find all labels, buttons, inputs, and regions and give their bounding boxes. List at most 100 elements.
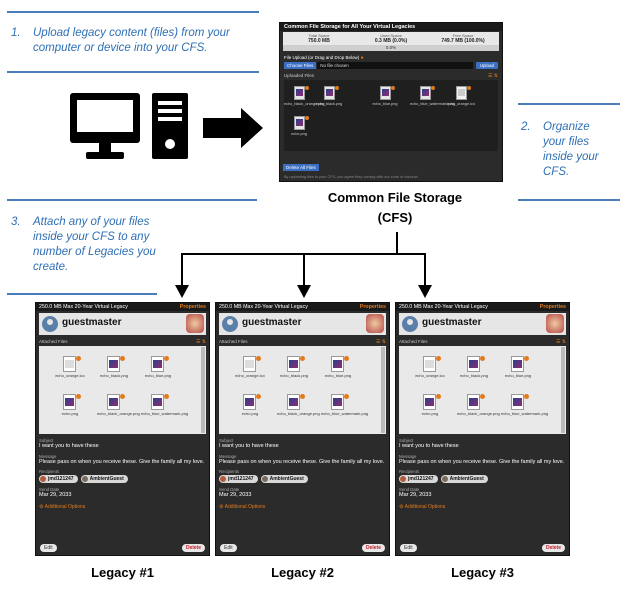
file-input-status[interactable]: No file chosen — [317, 62, 473, 69]
subject-label: Subject — [219, 438, 234, 443]
properties-link[interactable]: Properties — [359, 304, 386, 310]
avatar — [42, 316, 58, 332]
image-file-icon[interactable] — [287, 394, 305, 410]
attached-files-header: Attached Files☰ ⇅ — [219, 339, 386, 345]
legacy-panel-2: 250.0 MB Max 20-Year Virtual Legacy Prop… — [215, 302, 390, 556]
avatar — [402, 316, 418, 332]
arrow-down-icon — [297, 253, 311, 298]
help-icon: ● — [360, 55, 364, 61]
message-value: Please pass on when you receive these. G… — [219, 458, 385, 465]
image-file-icon[interactable] — [467, 394, 485, 410]
image-file-icon[interactable] — [380, 86, 395, 100]
file-name: echo_black.png — [315, 102, 343, 106]
image-file-icon[interactable] — [511, 356, 529, 372]
message-label: Message — [39, 453, 57, 459]
image-file-icon[interactable] — [107, 394, 125, 410]
delete-button[interactable]: Delete — [181, 544, 205, 552]
attached-file-name: echo.png — [61, 411, 79, 416]
properties-link[interactable]: Properties — [179, 304, 206, 310]
attached-file-name: echo_orange.ico — [415, 373, 445, 378]
delete-all-files-button[interactable]: Delete All Files — [283, 164, 319, 171]
recipients-label: Recipients — [39, 469, 60, 474]
properties-link[interactable]: Properties — [539, 304, 566, 310]
rule-top-note-2 — [518, 103, 620, 105]
rule-bottom-note-2 — [518, 199, 620, 201]
attached-file-name: echo_blue.png — [504, 373, 532, 378]
attached-file-name: echo_orange.ico — [235, 373, 265, 378]
attached-file-name: echo.png — [421, 411, 439, 416]
image-file-icon[interactable] — [423, 394, 441, 410]
legacy-title: 250.0 MB Max 20-Year Virtual Legacy — [399, 304, 488, 310]
logo-icon — [366, 314, 384, 333]
send-date-label: Send Date — [219, 487, 240, 492]
attached-files-header: Attached Files☰ ⇅ — [399, 339, 566, 345]
choose-files-button[interactable]: Choose Files — [284, 62, 317, 69]
recipient-chip[interactable]: AmbientGuest — [440, 475, 488, 483]
image-file-icon[interactable] — [331, 356, 349, 372]
cfs-footer: By uploading files to your CFS, you agre… — [284, 175, 419, 179]
image-file-icon[interactable] — [324, 86, 339, 100]
document-file-icon[interactable] — [456, 86, 471, 100]
image-file-icon[interactable] — [420, 86, 435, 100]
attached-file-name: echo_black_orange.png — [277, 411, 320, 416]
image-file-icon[interactable] — [151, 356, 169, 372]
additional-options-link[interactable]: ⚙ Additional Options — [219, 503, 266, 510]
send-date-value: Mar 29, 2033 — [219, 492, 252, 498]
username: guestmaster — [62, 317, 122, 328]
image-file-icon[interactable] — [511, 394, 529, 410]
send-date-label: Send Date — [399, 487, 420, 492]
note-1-text: Upload legacy content (files) from your … — [33, 27, 230, 54]
arrow-down-icon — [175, 253, 189, 298]
legacy-title-bar: 250.0 MB Max 20-Year Virtual Legacy Prop… — [396, 303, 569, 311]
avatar — [222, 316, 238, 332]
sort-icon[interactable]: ☰ ⇅ — [375, 339, 386, 345]
note-2-text: Organize your files inside your CFS. — [543, 121, 599, 178]
delete-button[interactable]: Delete — [361, 544, 385, 552]
computer-tower-icon — [152, 93, 188, 159]
image-file-icon[interactable] — [63, 394, 81, 410]
upload-button[interactable]: Upload — [475, 62, 498, 69]
document-file-icon[interactable] — [243, 356, 261, 372]
image-file-icon[interactable] — [151, 394, 169, 410]
scrollbar[interactable] — [201, 347, 205, 433]
image-file-icon[interactable] — [243, 394, 261, 410]
image-file-icon[interactable] — [294, 86, 309, 100]
image-file-icon[interactable] — [287, 356, 305, 372]
legacy-panel-1: 250.0 MB Max 20-Year Virtual Legacy Prop… — [35, 302, 210, 556]
user-bar: guestmaster — [399, 313, 566, 335]
additional-options-link[interactable]: ⚙ Additional Options — [399, 503, 446, 510]
scrollbar[interactable] — [381, 347, 385, 433]
sort-icon[interactable]: ☰ ⇅ — [487, 73, 498, 79]
recipient-chip[interactable]: jmd121247 — [219, 475, 258, 483]
image-file-icon[interactable] — [467, 356, 485, 372]
logo-icon — [546, 314, 564, 333]
sort-icon[interactable]: ☰ ⇅ — [555, 339, 566, 345]
send-date-value: Mar 29, 2033 — [399, 492, 432, 498]
note-1-number: 1. — [11, 27, 21, 39]
delete-button[interactable]: Delete — [541, 544, 565, 552]
recipient-chip[interactable]: jmd121247 — [39, 475, 78, 483]
recipient-chip[interactable]: AmbientGuest — [260, 475, 308, 483]
rule-top-note-1 — [7, 11, 259, 13]
attached-file-name: echo.png — [241, 411, 259, 416]
image-file-icon[interactable] — [107, 356, 125, 372]
send-date-value: Mar 29, 2033 — [39, 492, 72, 498]
image-file-icon[interactable] — [331, 394, 349, 410]
recipient-chip[interactable]: jmd121247 — [399, 475, 438, 483]
edit-button[interactable]: Edit — [40, 544, 57, 552]
message-label: Message — [399, 453, 417, 459]
document-file-icon[interactable] — [63, 356, 81, 372]
sort-icon[interactable]: ☰ ⇅ — [195, 339, 206, 345]
file-name: echo_blue.png — [372, 102, 398, 106]
scrollbar[interactable] — [561, 347, 565, 433]
monitor-stand — [99, 143, 111, 153]
document-file-icon[interactable] — [423, 356, 441, 372]
image-file-icon[interactable] — [294, 116, 309, 130]
additional-options-link[interactable]: ⚙ Additional Options — [39, 503, 86, 510]
edit-button[interactable]: Edit — [400, 544, 417, 552]
attached-files-area: echo_orange.ico echo_black.png echo_blue… — [399, 346, 566, 434]
recipient-chip[interactable]: AmbientGuest — [80, 475, 128, 483]
legacy-title: 250.0 MB Max 20-Year Virtual Legacy — [219, 304, 308, 310]
edit-button[interactable]: Edit — [220, 544, 237, 552]
